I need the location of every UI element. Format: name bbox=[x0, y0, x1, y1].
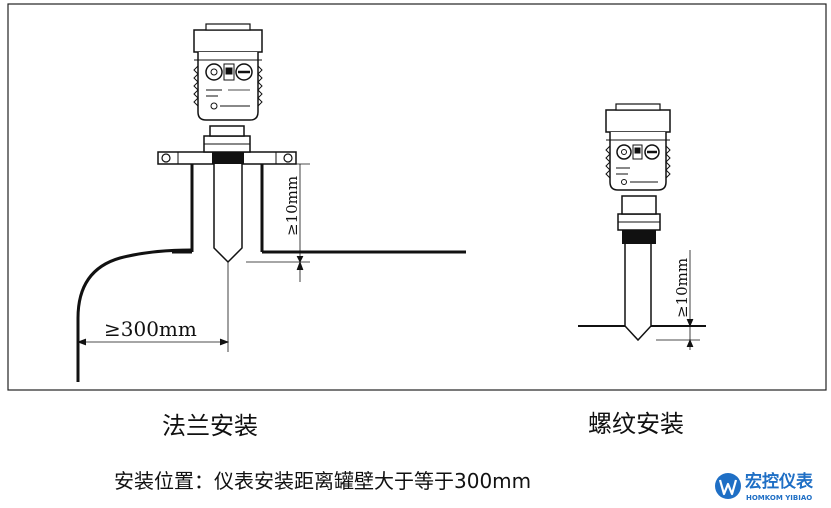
thread-caption: 螺纹安装 bbox=[588, 410, 684, 438]
flange-mount-drawing bbox=[76, 23, 466, 382]
housing-knob-icon bbox=[205, 63, 223, 81]
flange-clearance-label: ≥10mm bbox=[283, 176, 301, 236]
transmitter-housing-thread bbox=[605, 109, 671, 133]
tank-wall bbox=[76, 248, 193, 382]
thread-mount-drawing bbox=[578, 103, 706, 350]
thread-clearance-label: ≥10mm bbox=[673, 258, 691, 318]
antenna-rod bbox=[213, 164, 243, 264]
wall-distance-label: ≥300mm bbox=[104, 317, 197, 341]
brand-logo: 宏控仪表 HOMKOM YIBIAO bbox=[715, 471, 814, 502]
transmitter-housing bbox=[193, 29, 263, 53]
logo-name-cn: 宏控仪表 bbox=[745, 471, 814, 492]
installation-note: 安装位置：仪表安装距离罐壁大于等于300mm bbox=[114, 469, 531, 493]
housing-knob-icon-thread bbox=[616, 144, 632, 160]
flange-caption: 法兰安装 bbox=[162, 412, 258, 440]
housing-minus-icon bbox=[235, 63, 253, 81]
housing-minus-icon-thread bbox=[644, 144, 660, 160]
antenna-rod-thread bbox=[624, 240, 652, 342]
diagram-border bbox=[7, 3, 827, 391]
logo-name-en: HOMKOM YIBIAO bbox=[746, 494, 812, 502]
